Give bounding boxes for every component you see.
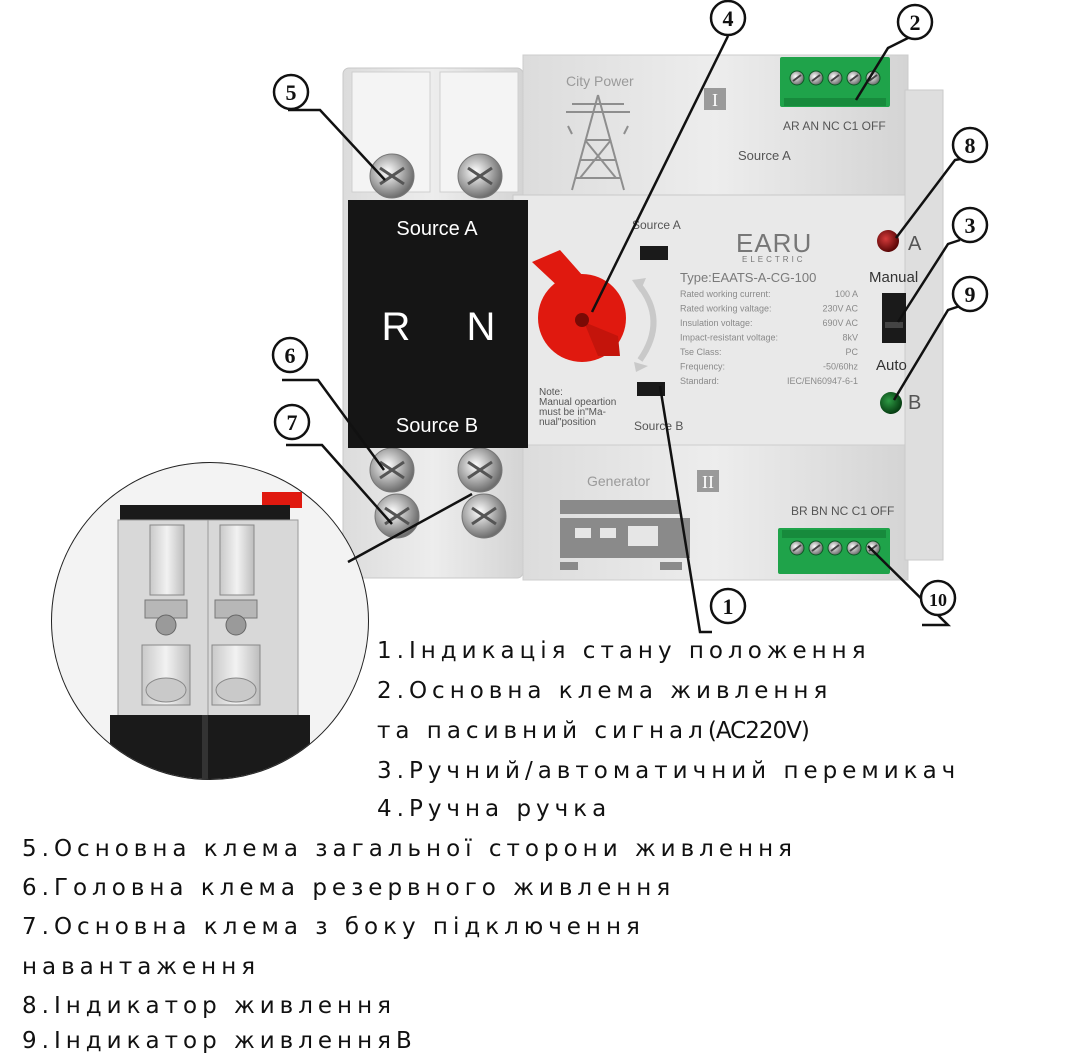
- callout-circle-10: [919, 579, 957, 617]
- legend-line-10: 8.Індикатор живлення: [22, 993, 396, 1019]
- spec-value: -50/60hz: [823, 362, 859, 372]
- legend-line-2: 2.Основна клема живлення: [377, 678, 833, 704]
- indicator-b-led: [880, 392, 902, 414]
- bottom-terminal-labels: BR BN NC C1 OFF: [791, 504, 894, 518]
- note-line-3: nual"position: [539, 417, 596, 428]
- spec-value: 230V AC: [822, 304, 858, 314]
- switch-auto-label: Auto: [876, 357, 907, 374]
- spec-label: Tse Class:: [680, 347, 722, 357]
- legend-line-6: 5.Основна клема загальної сторони живлен…: [22, 836, 797, 862]
- block-letter-n: N: [467, 305, 496, 349]
- window-label-bottom: Source B: [634, 419, 683, 433]
- leader-lines: [282, 35, 967, 634]
- legend-line-5: 4.Ручна ручка: [377, 796, 612, 822]
- roman-badge-2: [697, 470, 719, 492]
- callout-number-3: 3: [965, 213, 976, 238]
- side-panel: [904, 89, 944, 561]
- bottom-section-details: Generator II BR BN NC C1 OFF: [560, 470, 894, 574]
- spec-value: 8kV: [842, 333, 858, 343]
- brand-name: EARU: [736, 228, 812, 258]
- indicator-a-led: [877, 230, 899, 252]
- legend-line-1: 1.Індикація стану положення: [377, 638, 871, 664]
- legend-line-8: 7.Основна клема з боку підключення: [22, 914, 645, 940]
- callout-circle-3: [951, 206, 989, 244]
- indicator-b-label: B: [908, 392, 921, 414]
- callout-markers: 1 2 3 4 5 6 7 8 9 10: [271, 0, 989, 625]
- legend-line-11: 9.Індикатор живленняB: [22, 1028, 417, 1054]
- window-label-top: Source A: [632, 218, 681, 232]
- block-source-b: Source B: [396, 415, 478, 437]
- block-letter-r: R: [382, 305, 411, 349]
- callout-circle-5: [272, 73, 310, 111]
- rotate-arrow-icon: [635, 282, 657, 362]
- roman-badge-1: [704, 88, 726, 110]
- bottom-terminal-screws: [789, 540, 881, 556]
- type-line: Type:EAATS-A-CG-100: [680, 270, 816, 285]
- note-line-2: must be in"Ma-: [539, 407, 606, 418]
- legend-line-7: 6.Головна клема резервного живлення: [22, 875, 676, 901]
- top-terminal-screws: [789, 70, 881, 86]
- source-block: Source A R N Source B: [348, 200, 528, 448]
- svg-text:II: II: [702, 472, 714, 492]
- callout-number-10: 10: [929, 590, 947, 610]
- callout-number-5: 5: [286, 80, 297, 105]
- callout-number-9: 9: [965, 282, 976, 307]
- switch-manual-label: Manual: [869, 269, 918, 286]
- spec-value: IEC/EN60947-6-1: [787, 376, 858, 386]
- terminal-zoom-inset: [51, 462, 369, 780]
- callout-number-8: 8: [965, 133, 976, 158]
- callout-circle-8: [951, 126, 989, 164]
- callout-number-4: 4: [723, 6, 734, 31]
- svg-text:I: I: [712, 90, 718, 110]
- indicator-a-label: A: [908, 233, 922, 255]
- main-power-screws: [369, 153, 507, 539]
- spec-label: Frequency:: [680, 362, 725, 372]
- spec-value: 100 A: [835, 289, 858, 299]
- top-section-details: City Power I Source A AR AN NC C1 OFF: [566, 57, 890, 191]
- spec-value: 690V AC: [822, 318, 858, 328]
- spec-value: PC: [845, 347, 858, 357]
- legend-line-4: 3.Ручний/автоматичний перемикач: [377, 758, 961, 784]
- spec-label: Impact-resistant voltage:: [680, 333, 778, 343]
- top-terminal-labels: AR AN NC C1 OFF: [783, 119, 886, 133]
- generator-label: Generator: [587, 473, 650, 489]
- spec-label: Insulation voltage:: [680, 318, 753, 328]
- power-pylon-icon: [566, 94, 630, 191]
- source-a-section-label: Source A: [738, 148, 791, 163]
- callout-number-7: 7: [287, 410, 298, 435]
- generator-icon: [560, 500, 690, 570]
- legend-line-3: та пасивний сигнал(AC220V): [377, 718, 810, 744]
- brand-sub: ELECTRIC: [742, 255, 806, 264]
- callout-circle-2: [896, 3, 934, 41]
- spec-label: Rated working current:: [680, 289, 771, 299]
- callout-number-2: 2: [910, 10, 921, 35]
- middle-details: Source A Source B Note: Manual opeartion…: [532, 218, 922, 433]
- callout-circle-7: [273, 403, 311, 441]
- note-line-1: Manual opeartion: [539, 397, 616, 408]
- callout-circle-4: [709, 0, 747, 37]
- callout-number-6: 6: [285, 343, 296, 368]
- city-power-label: City Power: [566, 73, 634, 89]
- spec-table: Rated working current: 100 A Rated working…: [680, 289, 858, 386]
- block-source-a: Source A: [396, 218, 478, 240]
- note-line-0: Note:: [539, 387, 563, 398]
- legend-line-9: навантаження: [22, 954, 261, 980]
- position-window-bottom: [637, 382, 665, 396]
- manual-auto-switch: [882, 293, 906, 343]
- manual-handle: [532, 250, 626, 362]
- callout-circle-9: [951, 275, 989, 313]
- callout-number-1: 1: [723, 594, 734, 619]
- black-label-block: [348, 200, 528, 448]
- position-window-top: [640, 246, 668, 260]
- callout-circle-1: [709, 587, 747, 625]
- callout-circle-6: [271, 336, 309, 374]
- spec-label: Rated working valtage:: [680, 304, 772, 314]
- spec-label: Standard:: [680, 376, 719, 386]
